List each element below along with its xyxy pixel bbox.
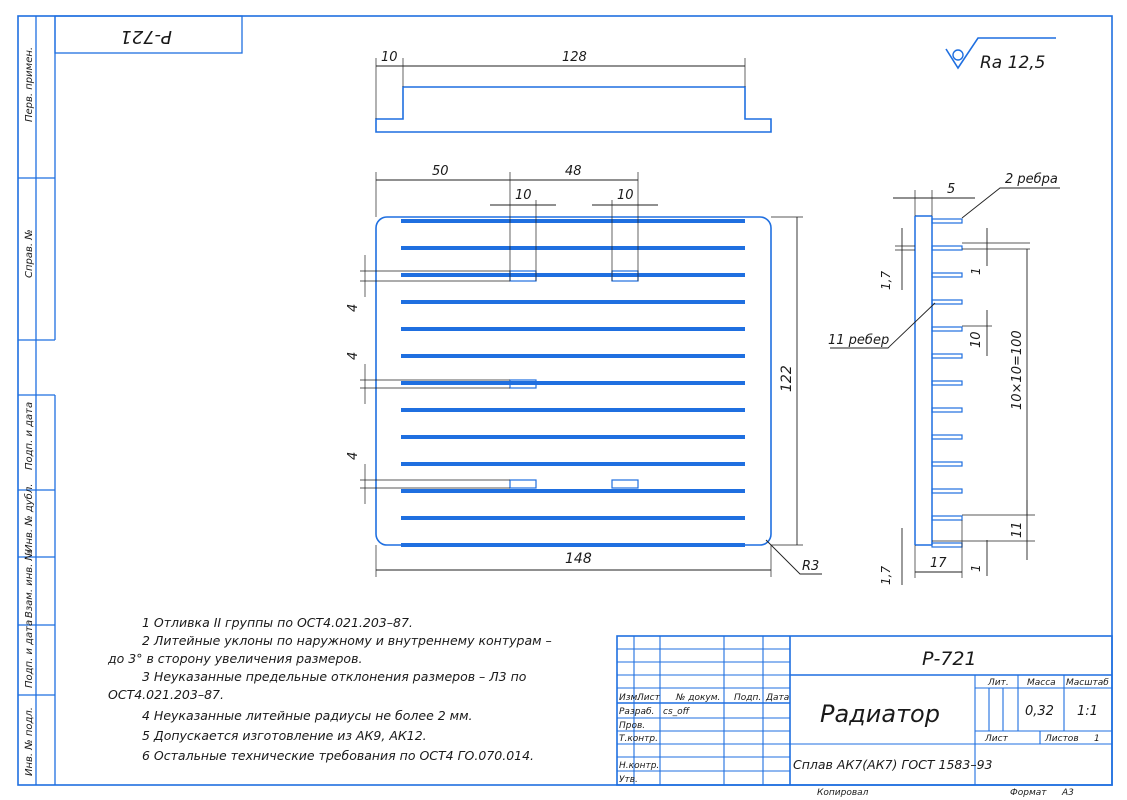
fin-line [401, 354, 745, 358]
tb-scale-label: Масштаб [1066, 678, 1109, 688]
side-dim-17a: 1,7 [879, 271, 893, 290]
side-fin [931, 353, 963, 359]
dim-top-10: 10 [381, 50, 398, 65]
side-dim-17b: 1,7 [879, 566, 893, 585]
note-2: 2 Литейные уклоны по наружному и внутрен… [142, 633, 552, 648]
side-fin [931, 218, 963, 224]
tb-mass: 0,32 [1025, 704, 1054, 719]
note-3: 3 Неуказанные предельные отклонения разм… [142, 669, 527, 684]
left-col-5: Подп. и дата [24, 620, 35, 688]
dim-10b: 10 [617, 188, 634, 203]
dim-4c: 4 [346, 452, 361, 460]
fin-line [401, 381, 745, 385]
tb-row-nkontr: Н.контр. [619, 761, 659, 771]
dim-4b: 4 [346, 352, 361, 360]
tb-format: А3 [1061, 788, 1074, 798]
fin-line [401, 273, 745, 277]
left-col-1: Справ. № [24, 229, 35, 278]
dim-50: 50 [432, 164, 449, 179]
left-col-6: Инв. № подл. [24, 707, 35, 776]
tb-material: Сплав АК7(АК7) ГОСТ 1583–93 [793, 757, 993, 772]
tb-lit-label: Лит. [987, 678, 1009, 688]
left-col-3: Инв. № дубл. [23, 484, 35, 552]
tb-sheets-label: Листов [1044, 734, 1079, 744]
side-dim-pitch: 10×10=100 [1010, 330, 1025, 410]
side-fin [931, 434, 963, 440]
side-fin [931, 326, 963, 332]
tb-row-tkontr: Т.контр. [619, 734, 658, 744]
fin-line [401, 435, 745, 439]
note-3b: ОСТ4.021.203–87. [108, 687, 224, 702]
title-block: Изм. Лист № докум. Подп. Дата Разраб. cs… [616, 635, 1113, 798]
side-fin [931, 245, 963, 251]
tb-developer: cs_off [663, 707, 691, 717]
tb-row-utv: Утв. [619, 775, 638, 785]
dim-148: 148 [565, 551, 592, 567]
fin-line [401, 327, 745, 331]
tb-mass-label: Масса [1027, 678, 1056, 688]
side-fin [931, 461, 963, 467]
tb-col-podp: Подп. [734, 693, 761, 703]
left-col-0: Перв. примен. [24, 47, 35, 122]
side-fin [931, 488, 963, 494]
side-dim-1a: 1 [969, 267, 983, 275]
tb-sheets: 1 [1094, 734, 1100, 744]
note-6: 6 Остальные технические требования по ОС… [142, 748, 534, 763]
tb-scale: 1:1 [1077, 704, 1098, 719]
side-dim-17c: 17 [930, 556, 947, 571]
dim-4a: 4 [346, 304, 361, 312]
stamp-rotated: Р-721 [120, 26, 172, 47]
tb-format-label: Формат [1010, 788, 1047, 798]
side-ribs11: 11 ребер [828, 333, 889, 348]
fin-line [401, 489, 745, 493]
left-col-2: Подп. и дата [24, 402, 35, 470]
tb-col-date: Дата [765, 693, 789, 703]
note-4: 4 Неуказанные литейные радиусы не более … [142, 708, 473, 723]
dim-top-128: 128 [562, 50, 587, 65]
note-2b: до 3° в сторону увеличения размеров. [107, 651, 362, 666]
fin-line [401, 516, 745, 520]
side-fin [931, 407, 963, 413]
top-view: 10 128 [375, 50, 772, 133]
side-fin [931, 272, 963, 278]
tb-col-list: Лист [636, 693, 661, 703]
roughness-text: Ra 12,5 [980, 53, 1046, 73]
tb-col-doc: № докум. [675, 693, 720, 703]
side-dim-10: 10 [969, 331, 984, 348]
tb-col-izm: Изм. [619, 693, 640, 703]
fin-line [401, 408, 745, 412]
fin-line [401, 462, 745, 466]
tb-name: Радиатор [820, 700, 940, 728]
side-fin [931, 299, 963, 305]
dim-48: 48 [565, 164, 582, 179]
tb-copied: Копировал [817, 788, 869, 798]
note-1: 1 Отливка II группы по ОСТ4.021.203–87. [142, 615, 413, 630]
tb-row-prov: Пров. [619, 721, 645, 731]
side-ribs2: 2 ребра [1005, 172, 1058, 187]
dim-r3: R3 [802, 559, 819, 574]
fin-line [401, 543, 745, 547]
tb-designation: Р-721 [922, 648, 977, 670]
roughness-sign: Ra 12,5 [945, 37, 1056, 73]
side-fin [931, 542, 963, 548]
side-dim-1b: 1 [969, 564, 983, 572]
fin-line [401, 219, 745, 223]
left-col-4: Взам. инв. № [24, 550, 35, 618]
notes: 1 Отливка II группы по ОСТ4.021.203–87. … [107, 615, 552, 763]
dim-10a: 10 [515, 188, 532, 203]
tb-row-razrab: Разраб. [619, 707, 654, 717]
fin-line [401, 246, 745, 250]
side-fin [931, 380, 963, 386]
side-dim-11: 11 [1010, 521, 1025, 538]
front-view: 50 48 10 10 4 4 4 122 148 R3 [346, 164, 822, 577]
side-dim-5: 5 [947, 182, 955, 197]
fin-line [401, 300, 745, 304]
dim-122: 122 [779, 365, 795, 392]
side-fin [931, 515, 963, 521]
tb-sheet-label: Лист [984, 734, 1009, 744]
note-5: 5 Допускается изготовление из АК9, АК12. [142, 728, 427, 743]
side-view: 5 2 ребра 11 ребер 1,7 1 10 10×10=100 11… [828, 172, 1060, 585]
